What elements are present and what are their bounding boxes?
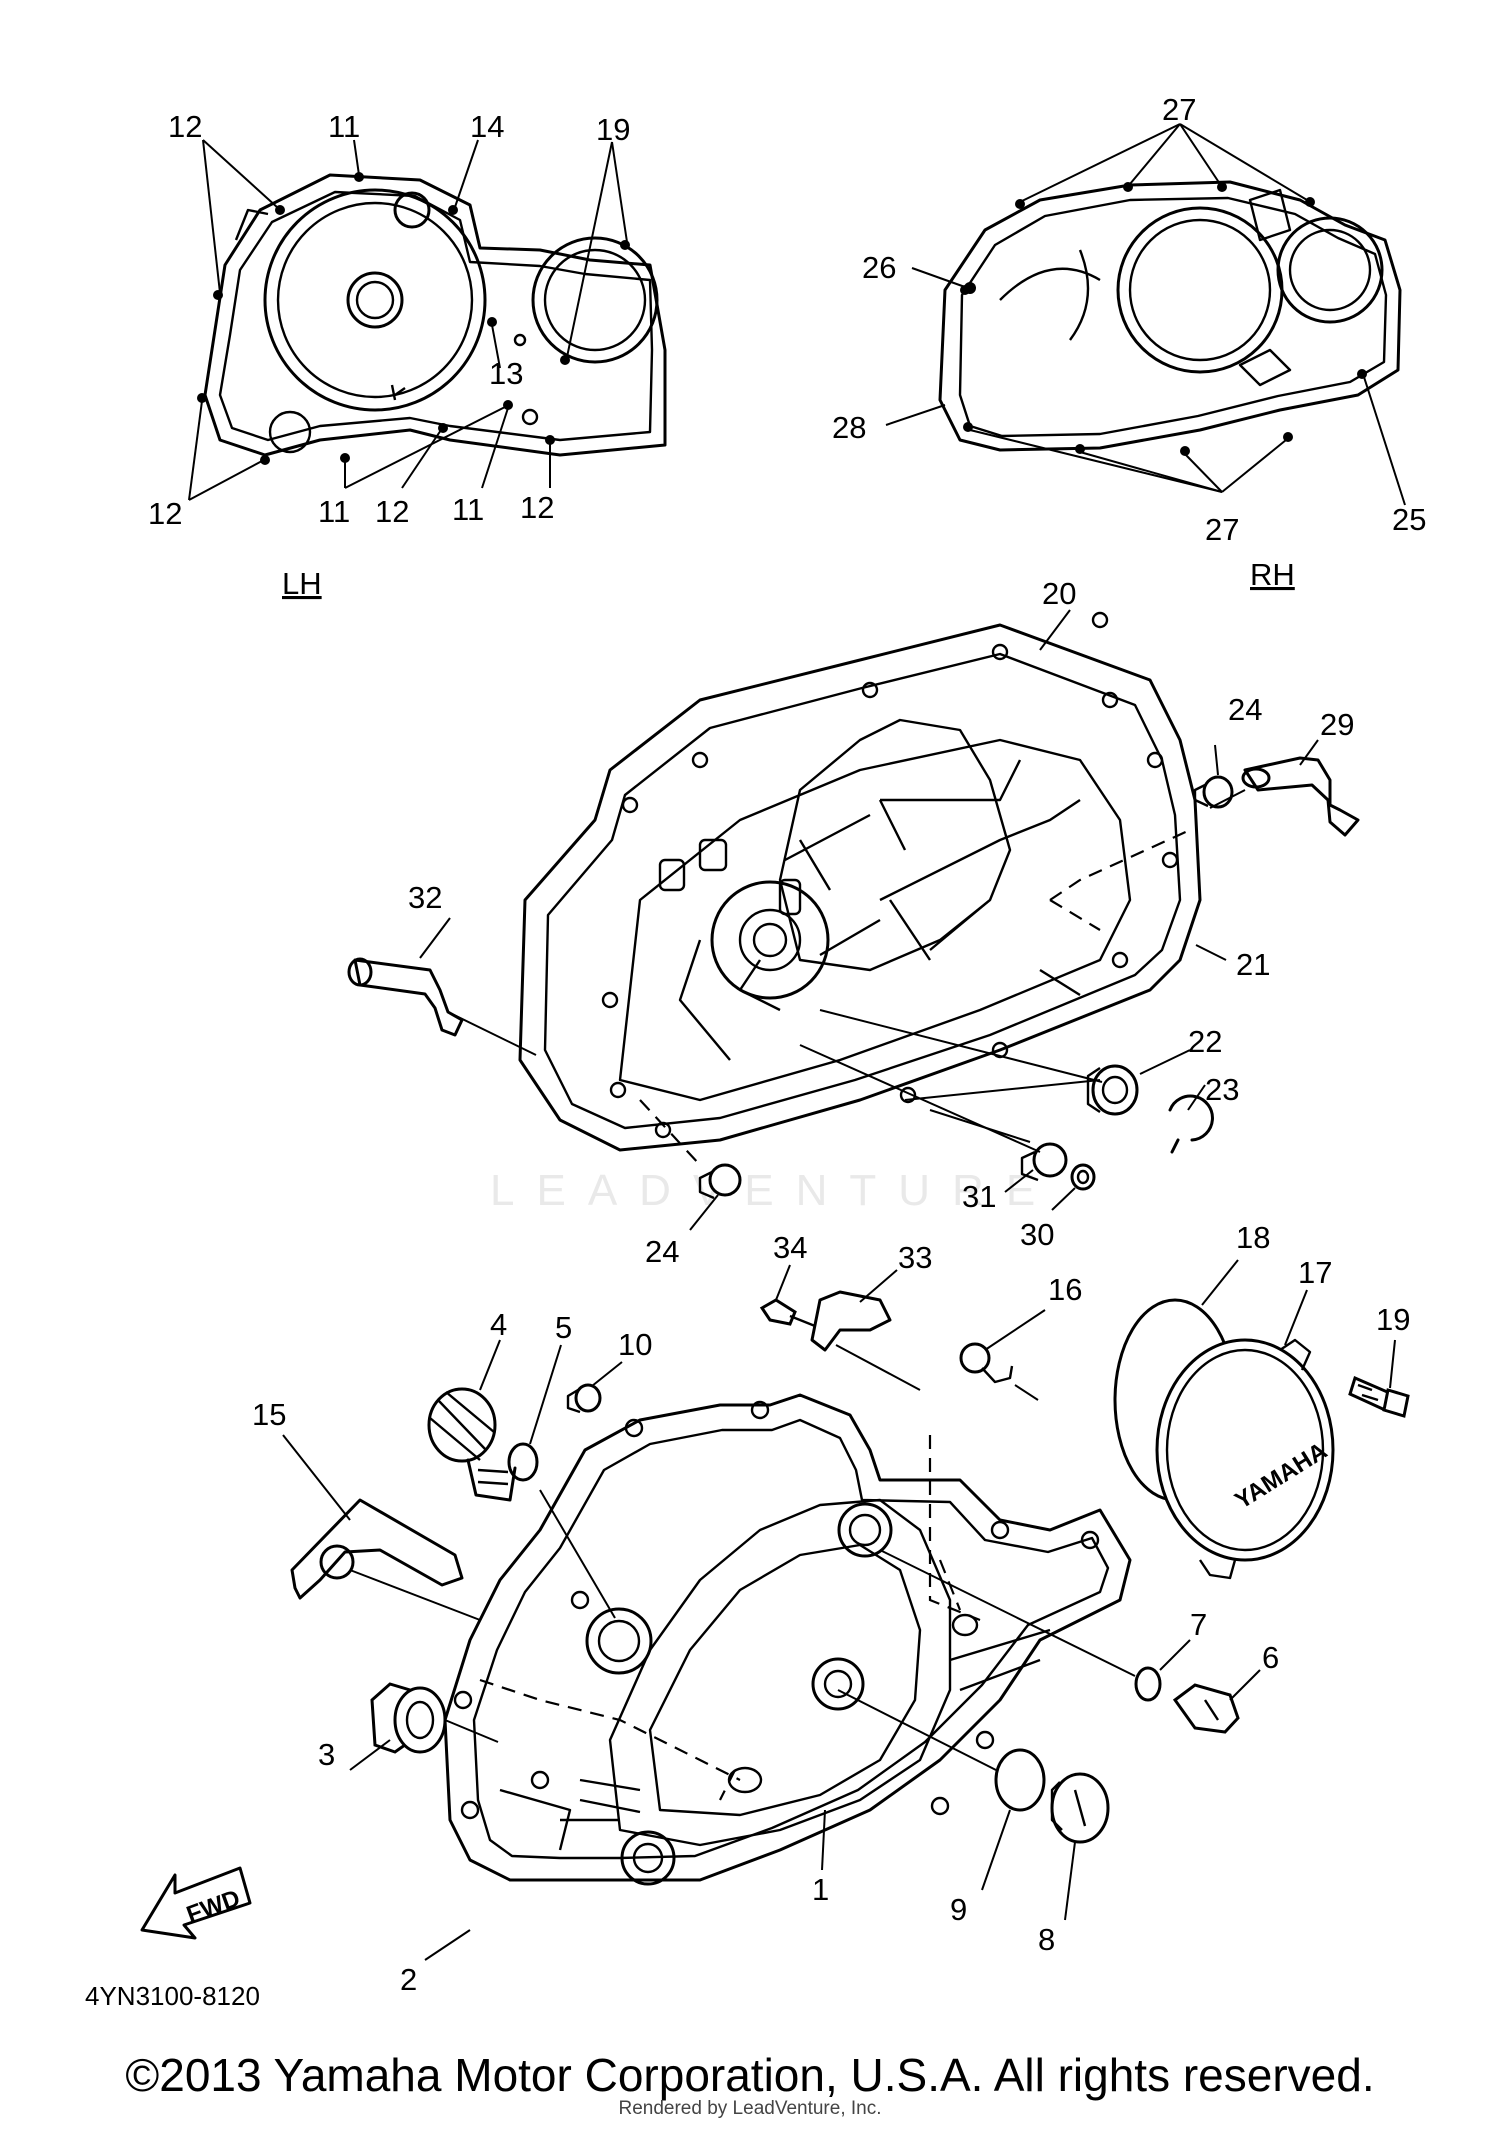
- lh-sealant-view: 12 11 14 19 13 12 11 12 11 12 LH: [148, 109, 667, 601]
- callout-12: 12: [168, 109, 202, 144]
- callout-21: 21: [1236, 947, 1270, 982]
- callout-2: 2: [400, 1962, 417, 1997]
- small-parts-middle: [347, 756, 1360, 1200]
- callout-27: 27: [1162, 92, 1196, 127]
- callout-3: 3: [318, 1737, 335, 1772]
- callout-9: 9: [950, 1892, 967, 1927]
- callout-32: 32: [408, 880, 442, 915]
- callout-33: 33: [898, 1240, 932, 1275]
- callout-27: 27: [1205, 512, 1239, 547]
- watermark: LEADVENTURE: [490, 1166, 1057, 1215]
- callout-15: 15: [252, 1397, 286, 1432]
- fwd-arrow: FWD: [140, 1866, 252, 1940]
- callout-12: 12: [520, 490, 554, 525]
- callout-26: 26: [862, 250, 896, 285]
- callout-11: 11: [452, 492, 484, 527]
- rendered-by-notice: Rendered by LeadVenture, Inc.: [618, 2098, 882, 2119]
- callout-20: 20: [1042, 576, 1076, 611]
- callout-30: 30: [1020, 1217, 1054, 1252]
- callout-7: 7: [1190, 1607, 1207, 1642]
- clutch-cover-assembly: [443, 1393, 1132, 1886]
- callout-14: 14: [470, 109, 504, 144]
- section-label-lh: LH: [282, 566, 322, 601]
- callout-25: 25: [1392, 502, 1426, 537]
- callout-34: 34: [773, 1230, 807, 1265]
- callouts: 20 24 29 21 22 23 32 31 30 24 34 33 16 1…: [252, 576, 1410, 1997]
- callout-4: 4: [490, 1307, 507, 1342]
- callout-13: 13: [489, 356, 523, 391]
- callout-16: 16: [1048, 1272, 1082, 1307]
- callout-24: 24: [645, 1234, 679, 1269]
- callout-12: 12: [148, 496, 182, 531]
- callout-5: 5: [555, 1310, 572, 1345]
- callout-8: 8: [1038, 1922, 1055, 1957]
- callout-11: 11: [318, 494, 350, 529]
- section-label-rh: RH: [1250, 557, 1295, 592]
- callout-23: 23: [1205, 1072, 1239, 1107]
- callout-18: 18: [1236, 1220, 1270, 1255]
- diagram-code: 4YN3100-8120: [85, 1981, 260, 2011]
- callout-17: 17: [1298, 1255, 1332, 1290]
- copyright-notice: ©2013 Yamaha Motor Corporation, U.S.A. A…: [125, 2049, 1375, 2101]
- crankcase-cover-assembly: [518, 611, 1202, 1152]
- leader-lines: [282, 609, 1396, 1961]
- callout-29: 29: [1320, 707, 1354, 742]
- callout-6: 6: [1262, 1640, 1279, 1675]
- rh-sealant-view: 27 26 28 27 25 RH: [832, 92, 1426, 592]
- callout-11: 11: [328, 109, 360, 144]
- callout-31: 31: [962, 1179, 996, 1214]
- callout-19: 19: [1376, 1302, 1410, 1337]
- callout-1: 1: [812, 1872, 829, 1907]
- callout-19: 19: [596, 112, 630, 147]
- callout-10: 10: [618, 1327, 652, 1362]
- callout-28: 28: [832, 410, 866, 445]
- fwd-label: FWD: [183, 1885, 244, 1929]
- callout-22: 22: [1188, 1024, 1222, 1059]
- small-parts-bottom: YAMAHA: [290, 1290, 1410, 1844]
- callout-24: 24: [1228, 692, 1262, 727]
- callout-12: 12: [375, 494, 409, 529]
